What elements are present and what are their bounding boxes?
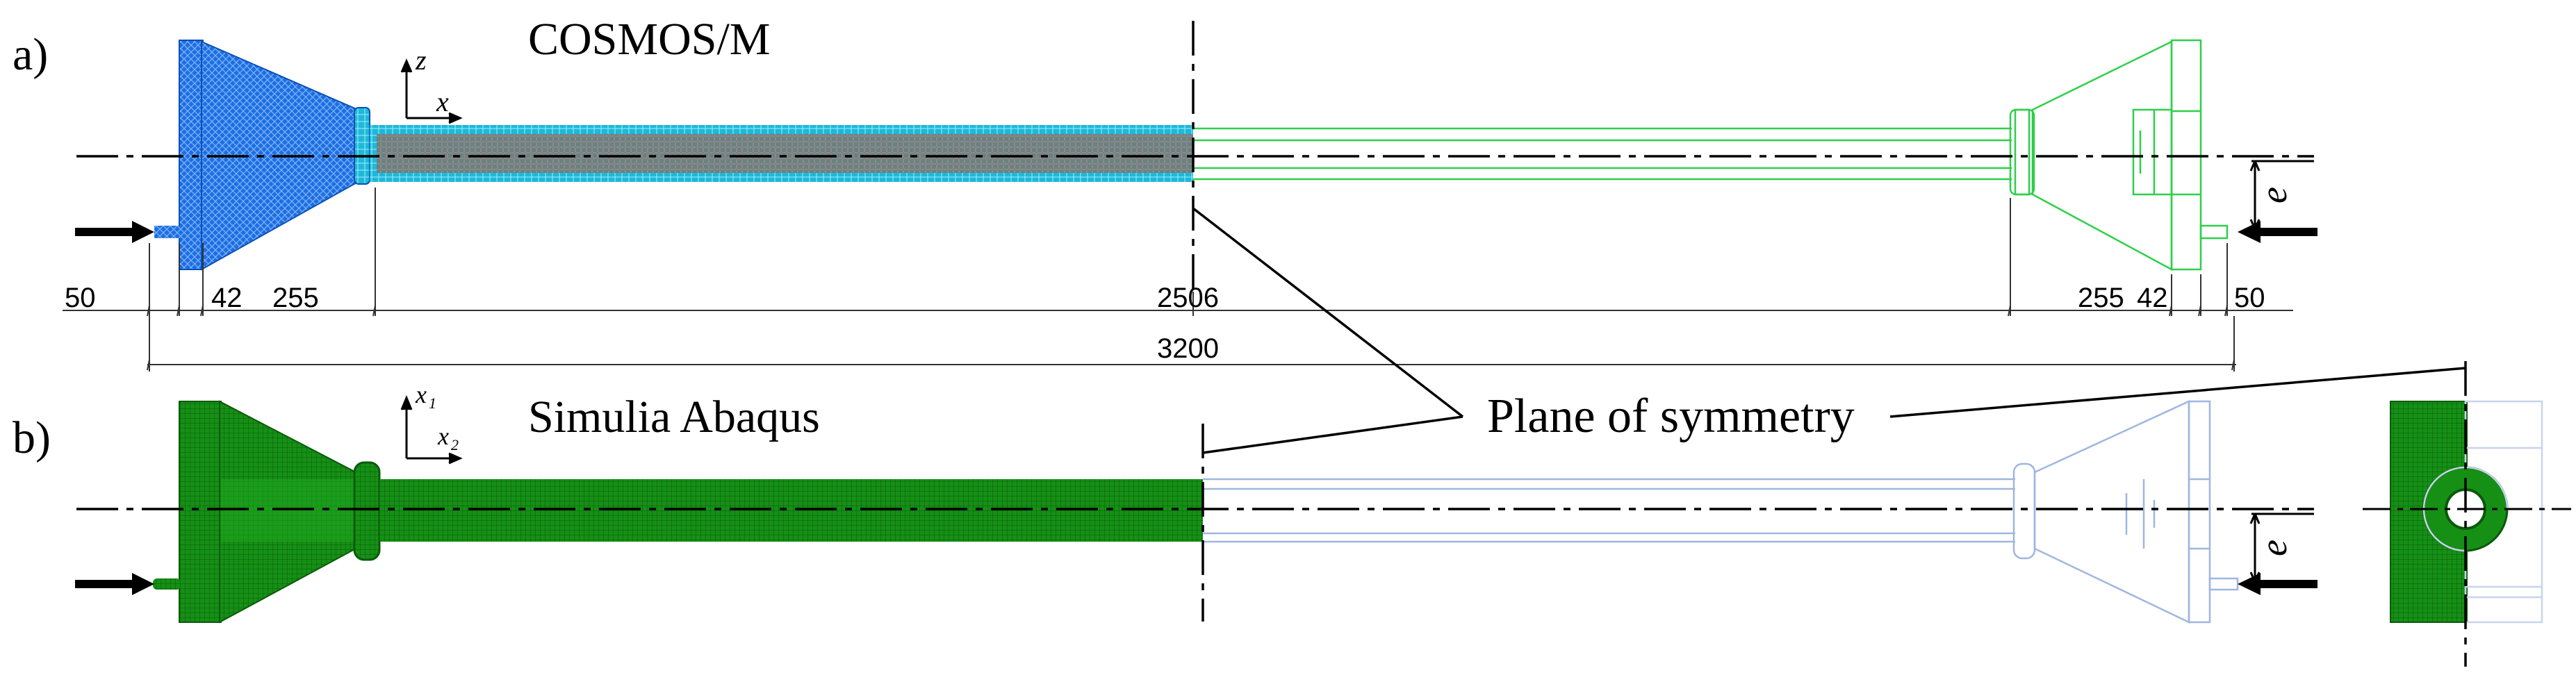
panel-b-right-load-arrow [2238,573,2317,595]
dim-42-right: 42 [2137,283,2168,313]
panel-a-left-load-arrow [75,221,154,243]
dim-42-left: 42 [211,283,243,313]
panel-a-right-wireframe [1193,39,2229,272]
panel-a: a) COSMOS/M z x [13,14,2317,372]
dim-2506: 2506 [1157,283,1219,313]
panel-a-eccentricity-label: e [2253,187,2295,203]
panel-b-axis-x2: x [437,422,449,450]
dim-50-right: 50 [2234,283,2265,313]
panel-b-axis-x1: x [415,381,427,408]
panel-b-left-load-arrow [75,573,154,595]
panel-b-software-title: Simulia Abaqus [528,392,820,442]
panel-a-axis-z: z [415,44,427,76]
panel-a-eccentricity-marker [2249,160,2314,231]
panel-b-grip-end-view [2363,361,2571,667]
panel-b-axis-x1-sub: 1 [429,394,436,412]
panel-a-software-title: COSMOS/M [528,14,770,65]
panel-a-right-load-arrow [2238,221,2317,243]
panel-a-tube-mesh [370,125,1193,182]
dim-255-right: 255 [2078,283,2124,313]
plane-of-symmetry-leaders [1192,207,2466,454]
panel-b-axis-triad [400,395,463,465]
panel-b-eccentricity-marker [2249,512,2314,583]
panel-b-label: b) [13,412,51,463]
panel-a-label: a) [13,29,48,80]
panel-a-axis-x: x [436,86,449,117]
plane-of-symmetry-label: Plane of symmetry [1487,390,1855,443]
panel-a-axis-triad [400,58,463,124]
panel-b-tube-mesh [379,479,1203,542]
dim-50-left: 50 [65,283,96,313]
panel-b-right-wireframe [1203,400,2239,624]
panel-b: b) Simulia Abaqus x 1 x 2 [13,361,2571,667]
dim-3200-total: 3200 [1157,333,1219,364]
panel-a-dimension-lines [63,188,2293,372]
panel-b-eccentricity-label: e [2253,540,2295,556]
dim-255-left: 255 [272,283,319,313]
panel-a-left-grip-mesh [154,40,370,271]
panel-b-left-grip-mesh [153,400,381,624]
panel-b-axis-x2-sub: 2 [451,436,459,453]
